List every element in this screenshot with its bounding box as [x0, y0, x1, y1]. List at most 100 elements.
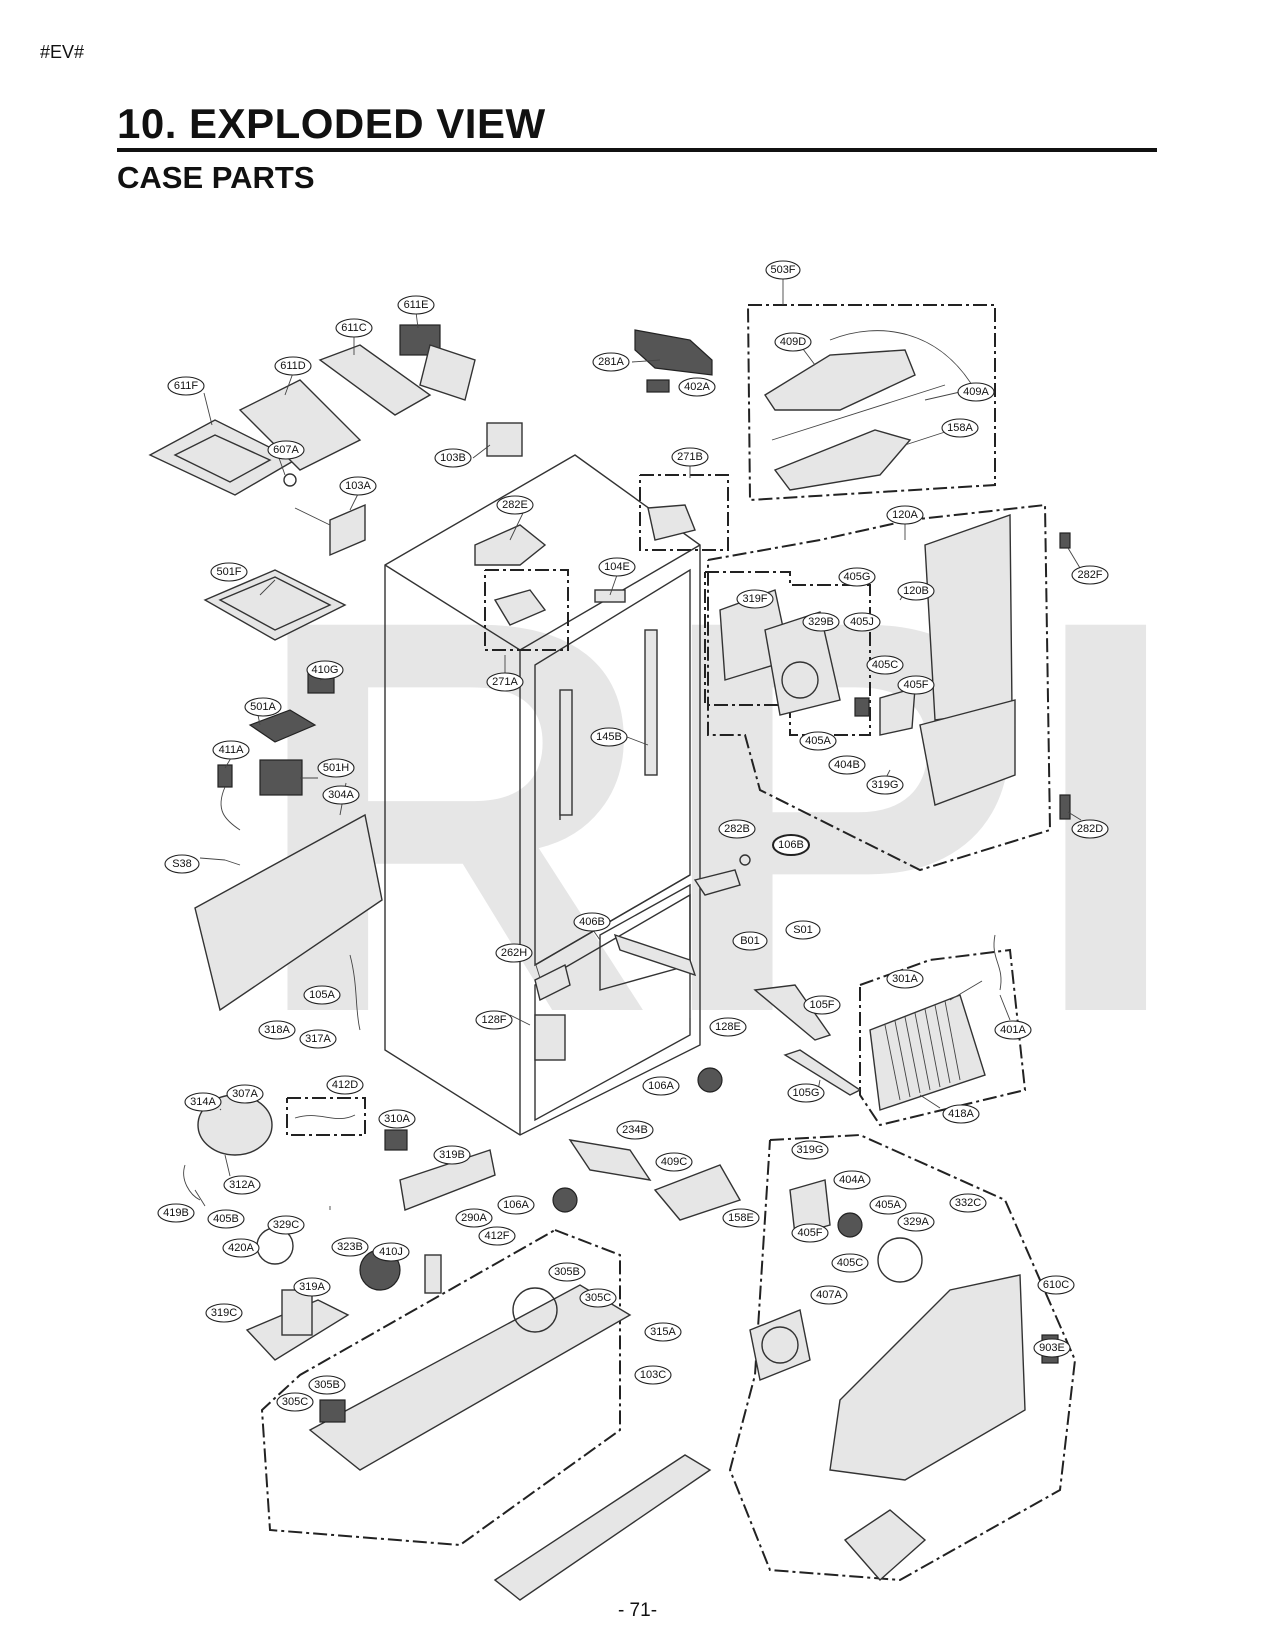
callout-305C: 305C	[579, 1288, 617, 1308]
svg-text:405J: 405J	[850, 616, 874, 628]
svg-text:105F: 105F	[809, 999, 834, 1011]
svg-text:611F: 611F	[174, 380, 199, 392]
section-subtitle: CASE PARTS	[117, 160, 315, 195]
svg-text:104E: 104E	[604, 561, 630, 573]
group-315A	[260, 1229, 621, 1547]
svg-text:420A: 420A	[228, 1242, 254, 1254]
callout-128E: 128E	[709, 1017, 747, 1037]
callout-158A: 158A	[941, 418, 979, 438]
group-405G	[704, 571, 871, 736]
callout-501H: 501H	[317, 758, 355, 778]
callout-405C: 405C	[866, 655, 904, 675]
svg-text:B01: B01	[740, 935, 760, 947]
svg-text:903E: 903E	[1039, 1342, 1065, 1354]
back-cover-panel	[194, 813, 383, 1031]
compressor-parts	[183, 1067, 742, 1361]
callout-120B: 120B	[897, 581, 935, 601]
svg-text:411A: 411A	[219, 744, 245, 756]
svg-text:305B: 305B	[554, 1266, 580, 1278]
fan-assembly-lower	[749, 1179, 1059, 1581]
svg-text:105A: 105A	[309, 989, 335, 1001]
svg-text:314A: 314A	[190, 1096, 216, 1108]
callout-405F-lower: 405F	[791, 1223, 829, 1243]
callout-405C-lower: 405C	[831, 1253, 869, 1273]
svg-text:305B: 305B	[314, 1379, 340, 1391]
callout-903E: 903E	[1033, 1338, 1071, 1358]
svg-text:409A: 409A	[963, 386, 989, 398]
lower-hinge-parts	[693, 854, 751, 896]
svg-text:405B: 405B	[213, 1213, 239, 1225]
svg-text:419B: 419B	[163, 1207, 189, 1219]
freezer-cover-assembly	[919, 514, 1071, 820]
svg-text:310A: 310A	[384, 1113, 410, 1125]
callout-314A: 314A	[184, 1092, 222, 1112]
callout-282F: 282F	[1071, 565, 1109, 585]
svg-text:406B: 406B	[579, 916, 605, 928]
callout-282B: 282B	[718, 819, 756, 839]
svg-text:317A: 317A	[305, 1033, 331, 1045]
svg-text:318A: 318A	[264, 1024, 290, 1036]
svg-text:281A: 281A	[598, 356, 624, 368]
callout-611F: 611F	[167, 376, 205, 396]
callout-158E: 158E	[722, 1208, 760, 1228]
callout-B01: B01	[732, 931, 768, 951]
svg-text:106A: 106A	[648, 1080, 674, 1092]
svg-text:607A: 607A	[273, 444, 299, 456]
callout-305B: 305B	[548, 1262, 586, 1282]
svg-text:405C: 405C	[837, 1257, 863, 1269]
fan-assembly-upper	[719, 589, 916, 736]
svg-text:234B: 234B	[622, 1124, 648, 1136]
title-rule	[117, 148, 1157, 152]
callout-319F: 319F	[736, 589, 774, 609]
callout-404B: 404B	[828, 755, 866, 775]
watermark-text: RPI	[250, 503, 1184, 1129]
callout-410J: 410J	[372, 1242, 410, 1262]
svg-text:409C: 409C	[661, 1156, 687, 1168]
svg-text:412F: 412F	[484, 1230, 509, 1242]
callout-405F: 405F	[897, 675, 935, 695]
svg-text:120A: 120A	[892, 509, 918, 521]
callout-412D: 412D	[326, 1075, 364, 1095]
callout-329A: 329A	[897, 1212, 935, 1232]
svg-text:610C: 610C	[1043, 1279, 1069, 1291]
svg-text:501H: 501H	[323, 762, 349, 774]
callout-262H: 262H	[495, 943, 533, 963]
callout-503F: 503F	[765, 260, 801, 280]
callout-419B: 419B	[157, 1203, 195, 1223]
svg-text:611C: 611C	[341, 322, 367, 334]
svg-text:319G: 319G	[797, 1144, 824, 1156]
svg-text:304A: 304A	[328, 789, 354, 801]
svg-text:282E: 282E	[502, 499, 528, 511]
svg-text:307A: 307A	[232, 1088, 258, 1100]
callout-S38: S38	[164, 854, 200, 874]
callout-103C: 103C	[634, 1365, 672, 1385]
svg-text:128F: 128F	[481, 1014, 506, 1026]
callout-305B-lower: 305B	[308, 1375, 346, 1395]
callout-319A: 319A	[293, 1277, 331, 1297]
svg-text:405A: 405A	[805, 735, 831, 747]
group-332C	[728, 1133, 1077, 1582]
svg-text:501F: 501F	[216, 566, 241, 578]
callout-405A: 405A	[799, 731, 837, 751]
svg-text:332C: 332C	[955, 1197, 981, 1209]
svg-text:315A: 315A	[650, 1326, 676, 1338]
svg-text:103B: 103B	[440, 452, 466, 464]
callout-281A: 281A	[592, 352, 630, 372]
callout-404A: 404A	[833, 1170, 871, 1190]
callout-409C: 409C	[655, 1152, 693, 1172]
callout-319B: 319B	[433, 1145, 471, 1165]
svg-text:282D: 282D	[1077, 823, 1103, 835]
callout-317A: 317A	[299, 1029, 337, 1049]
callout-105G: 105G	[787, 1083, 825, 1103]
ice-parts-cluster	[148, 324, 476, 496]
callout-323B: 323B	[331, 1237, 369, 1257]
callout-271B: 271B	[671, 447, 709, 467]
callout-312A: 312A	[223, 1175, 261, 1195]
callout-105F: 105F	[803, 995, 841, 1015]
callout-405G: 405G	[838, 567, 876, 587]
callout-103A: 103A	[339, 476, 377, 496]
svg-text:405C: 405C	[872, 659, 898, 671]
callout-405B: 405B	[207, 1209, 245, 1229]
callout-310A: 310A	[378, 1109, 416, 1129]
callout-411A: 411A	[212, 740, 250, 760]
